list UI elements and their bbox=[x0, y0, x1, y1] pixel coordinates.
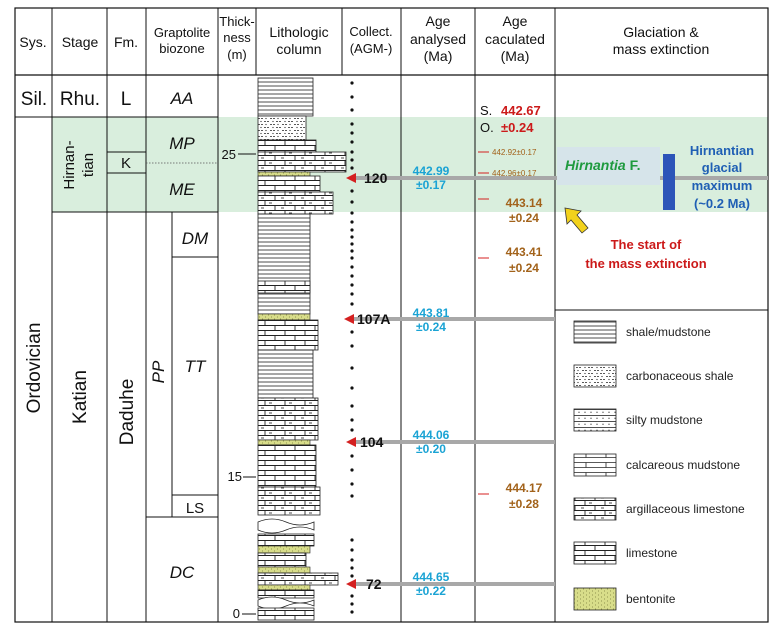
biozone-mp: MP bbox=[169, 134, 195, 153]
header-age-calculated-1: Age bbox=[503, 13, 528, 29]
header-lithologic: Lithologic bbox=[269, 24, 328, 40]
legend-swatch-argillaceous bbox=[573, 497, 617, 521]
header-age-analysed-3: (Ma) bbox=[424, 48, 453, 64]
sample-dots bbox=[350, 81, 354, 614]
age-calculated-2-value: 443.41 bbox=[506, 245, 543, 259]
legend-label-silty: silty mudstone bbox=[626, 413, 703, 427]
biozone-me: ME bbox=[169, 180, 195, 199]
biozone-dc: DC bbox=[170, 563, 195, 582]
boundary-age-err: ±0.24 bbox=[501, 120, 534, 135]
age-calculated-2-err: ±0.24 bbox=[509, 261, 539, 275]
row-dividers bbox=[15, 116, 768, 518]
header-agm: (AGM-) bbox=[350, 41, 393, 56]
header-age-analysed-2: analysed bbox=[410, 31, 466, 47]
table-frame bbox=[14, 7, 769, 623]
age-analysed-3-err: ±0.20 bbox=[416, 442, 446, 456]
age-analysed-4-err: ±0.22 bbox=[416, 584, 446, 598]
header-thick: Thick- bbox=[219, 14, 254, 29]
thickness-tick-25: 25 bbox=[222, 147, 236, 162]
formation-k: K bbox=[121, 155, 131, 172]
glacial-label-1: Hirnantian bbox=[690, 143, 754, 158]
glacial-label-3: maximum bbox=[692, 178, 753, 193]
biozone-aa: AA bbox=[170, 89, 194, 108]
header-age-calculated-3: (Ma) bbox=[501, 48, 530, 64]
age-analysed-1-err: ±0.17 bbox=[416, 178, 446, 192]
column-dividers bbox=[51, 8, 556, 622]
legend-label-argillaceous: argillaceous limestone bbox=[626, 502, 745, 516]
sample-label-104: 104 bbox=[360, 434, 384, 450]
extinction-label-1: The start of bbox=[611, 237, 682, 252]
glacial-label-4: (~0.2 Ma) bbox=[694, 196, 750, 211]
header-age-analysed-1: Age bbox=[426, 13, 451, 29]
legend-label-bentonite: bentonite bbox=[626, 592, 676, 606]
header-graptolite: Graptolite bbox=[154, 25, 210, 40]
age-analysed-2-err: ±0.24 bbox=[416, 320, 446, 334]
hirnantian-band bbox=[52, 117, 768, 212]
header-glaciation-2: mass extinction bbox=[613, 41, 709, 57]
legend-swatch-shale bbox=[573, 320, 617, 344]
age-calculated-3-err: ±0.28 bbox=[509, 497, 539, 511]
lithologic-column bbox=[257, 77, 347, 621]
hirnantia-fauna-label: Hirnantia F. bbox=[565, 157, 640, 173]
age-calculated-small-1: 442.92±0.17 bbox=[492, 148, 537, 157]
legend-label-calcareous: calcareous mudstone bbox=[626, 458, 740, 472]
sample-label-72: 72 bbox=[366, 576, 382, 592]
biozone-pp: PP bbox=[149, 360, 168, 383]
age-calculated-3-value: 444.17 bbox=[506, 481, 543, 495]
stage-katian: Katian bbox=[70, 370, 91, 424]
formation-l: L bbox=[121, 89, 132, 110]
header-m: (m) bbox=[227, 47, 247, 62]
stage-hirnantian-1: Hirnan- bbox=[61, 140, 78, 189]
legend-swatch-bentonite bbox=[573, 587, 617, 611]
age-analysed-1-value: 442.99 bbox=[413, 164, 450, 178]
sample-label-107a: 107A bbox=[357, 311, 390, 327]
header-glaciation-1: Glaciation & bbox=[623, 24, 699, 40]
legend-label-limestone: limestone bbox=[626, 546, 678, 560]
header-sys: Sys. bbox=[19, 34, 46, 50]
age-calculated-small-2: 442.96±0.17 bbox=[492, 169, 537, 178]
boundary-s-label: S. bbox=[480, 103, 492, 118]
legend-swatch-silty bbox=[573, 408, 617, 432]
stage-hirnantian-2: tian bbox=[80, 153, 97, 177]
stage-rhuddanian: Rhu. bbox=[60, 89, 100, 110]
age-analysed-4-value: 444.65 bbox=[413, 570, 450, 584]
system-silurian: Sil. bbox=[21, 89, 47, 110]
boundary-age-value: 442.67 bbox=[501, 103, 541, 118]
legend: shale/mudstone carbonaceous shale silty … bbox=[573, 320, 745, 611]
age-analysed-2-value: 443.81 bbox=[413, 306, 450, 320]
legend-swatch-carbonaceous bbox=[573, 364, 617, 388]
biozone-ls: LS bbox=[186, 500, 204, 517]
thickness-tick-0: 0 bbox=[233, 606, 240, 621]
biozone-dm: DM bbox=[182, 229, 209, 248]
sample-label-120: 120 bbox=[364, 170, 388, 186]
age-calculated-1-err: ±0.24 bbox=[509, 211, 539, 225]
header-fm: Fm. bbox=[114, 34, 138, 50]
age-calculated-1-value: 443.14 bbox=[506, 196, 543, 210]
extinction-arrow-icon bbox=[564, 207, 589, 234]
thickness-tick-15: 15 bbox=[228, 469, 242, 484]
hirnantia-fauna-box bbox=[557, 147, 660, 185]
legend-label-shale: shale/mudstone bbox=[626, 325, 711, 339]
header-ness: ness bbox=[223, 30, 251, 45]
formation-daduhe: Daduhe bbox=[117, 379, 138, 446]
extinction-label-2: the mass extinction bbox=[585, 256, 706, 271]
system-ordovician: Ordovician bbox=[24, 323, 45, 414]
header-stage: Stage bbox=[62, 34, 99, 50]
sample-markers bbox=[344, 173, 356, 589]
header-biozone: biozone bbox=[159, 41, 205, 56]
header-collect: Collect. bbox=[349, 24, 392, 39]
legend-swatch-calcareous bbox=[573, 453, 617, 477]
glacial-maximum-bar bbox=[663, 154, 675, 210]
header-age-calculated-2: caculated bbox=[485, 31, 545, 47]
header-column: column bbox=[276, 41, 321, 57]
biozone-tt: TT bbox=[185, 357, 207, 376]
legend-swatch-limestone bbox=[573, 541, 617, 565]
glacial-label-2: glacial bbox=[702, 160, 742, 175]
boundary-o-label: O. bbox=[480, 120, 494, 135]
legend-label-carbonaceous: carbonaceous shale bbox=[626, 369, 734, 383]
age-analysed-3-value: 444.06 bbox=[413, 428, 450, 442]
